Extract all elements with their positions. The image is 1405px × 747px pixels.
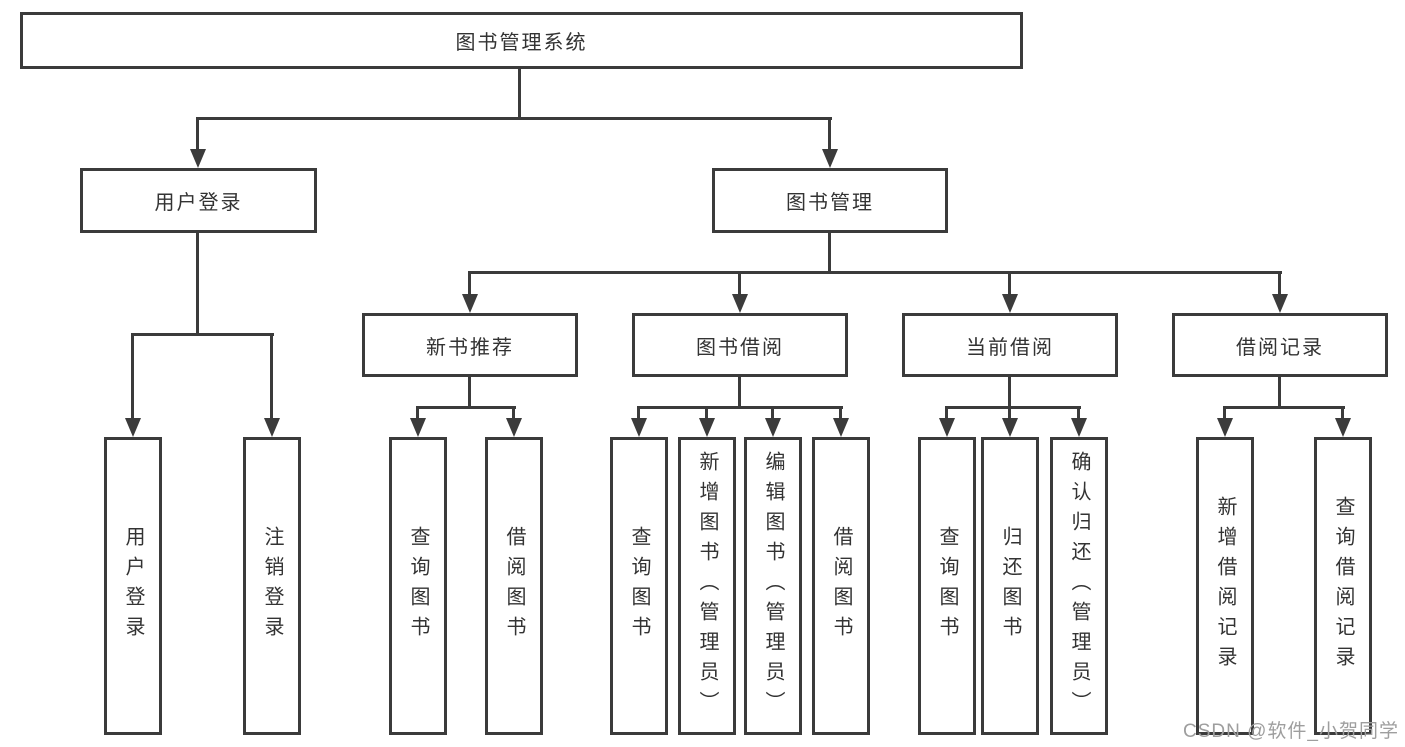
arrow-down-icon [1071, 418, 1087, 437]
connector-shaft [637, 407, 640, 418]
connector-book-mgmt-stem [828, 232, 831, 274]
leaf-label: 借阅图书 [830, 526, 852, 646]
arrow-down-icon [1272, 294, 1288, 313]
arrow-down-icon [833, 418, 849, 437]
leaf-label: 用户登录 [122, 526, 144, 646]
leaf-query-book-2: 查询图书 [610, 437, 668, 735]
node-label: 借阅记录 [1236, 336, 1324, 359]
connector-shaft [1008, 407, 1011, 418]
connector-stem [738, 377, 741, 408]
node-current-borrow: 当前借阅 [902, 313, 1118, 377]
arrow-down-icon [631, 418, 647, 437]
leaf-user-login: 用户登录 [104, 437, 162, 735]
connector-g3-split [637, 406, 843, 409]
connector-shaft [839, 407, 842, 418]
node-borrow-record: 借阅记录 [1172, 313, 1388, 377]
node-user-login-branch: 用户登录 [80, 168, 317, 233]
connector-shaft [945, 407, 948, 418]
leaf-label: 编辑图书（管理员） [762, 451, 784, 721]
arrow-down-icon [506, 418, 522, 437]
arrow-down-icon [1217, 418, 1233, 437]
node-label: 图书借阅 [696, 336, 784, 359]
leaf-logout: 注销登录 [243, 437, 301, 735]
node-new-book-recommend: 新书推荐 [362, 313, 578, 377]
leaf-query-book-3: 查询图书 [918, 437, 976, 735]
connector-shaft [468, 273, 471, 295]
connector-shaft [1223, 407, 1226, 418]
arrow-down-icon [190, 149, 206, 168]
leaf-label: 注销登录 [261, 526, 283, 646]
connector-g2-split [416, 406, 516, 409]
connector-shaft [131, 334, 134, 418]
connector-user-login-stem [196, 232, 199, 336]
leaf-add-book-admin: 新增图书（管理员） [678, 437, 736, 735]
connector-shaft [416, 407, 419, 418]
leaf-label: 查询图书 [628, 526, 650, 646]
node-label: 新书推荐 [426, 336, 514, 359]
arrow-down-icon [410, 418, 426, 437]
arrow-down-icon [264, 418, 280, 437]
node-root-label: 图书管理系统 [455, 32, 588, 54]
csdn-watermark: CSDN @软件_小贺同学 [1183, 721, 1399, 742]
node-label: 图书管理 [786, 192, 874, 214]
connector-g5-split [1223, 406, 1345, 409]
node-book-borrow: 图书借阅 [632, 313, 848, 377]
leaf-label: 新增借阅记录 [1214, 496, 1236, 676]
arrow-down-icon [765, 418, 781, 437]
arrow-down-icon [822, 149, 838, 168]
connector-shaft [828, 118, 831, 151]
arrow-down-icon [699, 418, 715, 437]
arrow-down-icon [732, 294, 748, 313]
connector-g4-split [945, 406, 1081, 409]
node-label: 用户登录 [154, 192, 243, 214]
connector-stem [1008, 377, 1011, 408]
node-label: 当前借阅 [966, 336, 1054, 359]
connector-shaft [1341, 407, 1344, 418]
node-book-management: 图书管理 [712, 168, 948, 233]
arrow-down-icon [939, 418, 955, 437]
connector-l3-split [468, 271, 1282, 274]
connector-g1-split [131, 333, 274, 336]
connector-stem [1278, 377, 1281, 408]
leaf-label: 新增图书（管理员） [696, 451, 718, 721]
leaf-label: 查询图书 [407, 526, 429, 646]
arrow-down-icon [1002, 418, 1018, 437]
leaf-add-borrow-record: 新增借阅记录 [1196, 437, 1254, 735]
leaf-label: 借阅图书 [503, 526, 525, 646]
node-root: 图书管理系统 [20, 12, 1023, 69]
connector-shaft [512, 407, 515, 418]
leaf-confirm-return-admin: 确认归还（管理员） [1050, 437, 1108, 735]
leaf-label: 确认归还（管理员） [1068, 451, 1090, 721]
connector-shaft [705, 407, 708, 418]
leaf-borrow-book-1: 借阅图书 [485, 437, 543, 735]
leaf-label: 查询图书 [936, 526, 958, 646]
leaf-borrow-book-2: 借阅图书 [812, 437, 870, 735]
leaf-label: 查询借阅记录 [1332, 496, 1354, 676]
arrow-down-icon [462, 294, 478, 313]
arrow-down-icon [1002, 294, 1018, 313]
connector-root-stem [518, 68, 521, 118]
leaf-edit-book-admin: 编辑图书（管理员） [744, 437, 802, 735]
connector-stem [468, 377, 471, 408]
connector-shaft [771, 407, 774, 418]
connector-shaft [196, 118, 199, 151]
connector-shaft [738, 273, 741, 295]
leaf-return-book: 归还图书 [981, 437, 1039, 735]
connector-shaft [1008, 273, 1011, 295]
arrow-down-icon [1335, 418, 1351, 437]
connector-l2-split [196, 117, 832, 120]
leaf-query-borrow-record: 查询借阅记录 [1314, 437, 1372, 735]
connector-shaft [270, 334, 273, 418]
arrow-down-icon [125, 418, 141, 437]
connector-shaft [1077, 407, 1080, 418]
leaf-label: 归还图书 [999, 526, 1021, 646]
leaf-query-book-1: 查询图书 [389, 437, 447, 735]
connector-shaft [1278, 273, 1281, 295]
